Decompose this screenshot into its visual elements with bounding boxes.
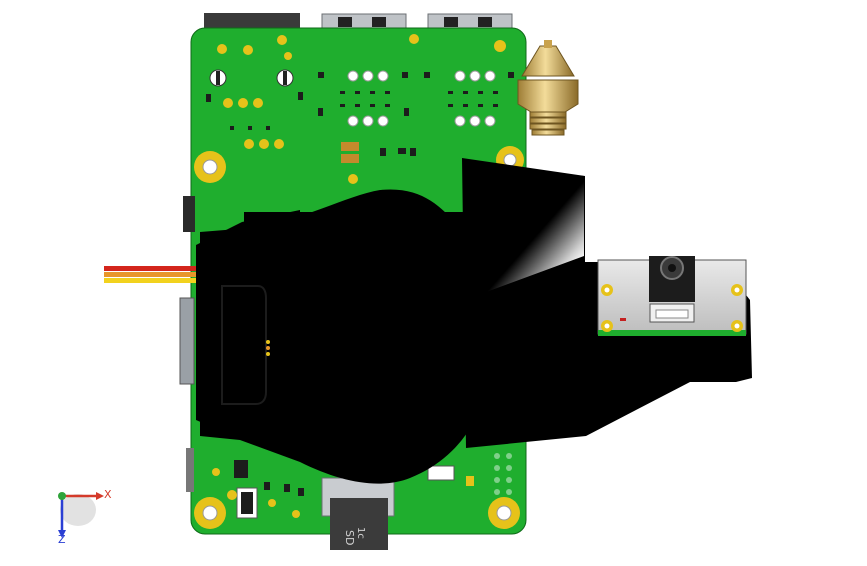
axis-z-label: Z [58, 533, 66, 546]
solder-pads [217, 34, 506, 184]
duct-highlight [470, 168, 584, 298]
usb-slot [444, 17, 458, 27]
sd-card-slot[interactable]: SD 1c [321, 477, 395, 550]
audio-jack [183, 196, 195, 232]
mounting-hole [194, 151, 226, 183]
capacitor-icons [209, 69, 294, 87]
sd-label: SD [343, 530, 356, 545]
nozzle[interactable] [517, 40, 579, 136]
power-port [186, 448, 194, 492]
servo-wires [104, 266, 238, 283]
top-connector-left [204, 13, 300, 29]
axis-x-label: X [104, 488, 112, 501]
tantalum-caps [341, 142, 359, 163]
usb-slot [338, 17, 352, 27]
sd-sub-label: 1c [355, 527, 366, 539]
usb-slot [478, 17, 492, 27]
indicator-leds [266, 340, 270, 356]
mounting-hole [194, 497, 226, 529]
orientation-triad: X Z [58, 488, 112, 546]
hdmi-port [179, 297, 195, 385]
fan-bracket-edge [221, 285, 267, 405]
bottom-components [212, 453, 512, 519]
usb-slot [372, 17, 386, 27]
smd-components [206, 72, 514, 156]
camera-module[interactable] [597, 256, 747, 336]
gpio-pads [347, 70, 496, 127]
mounting-hole [488, 497, 520, 529]
